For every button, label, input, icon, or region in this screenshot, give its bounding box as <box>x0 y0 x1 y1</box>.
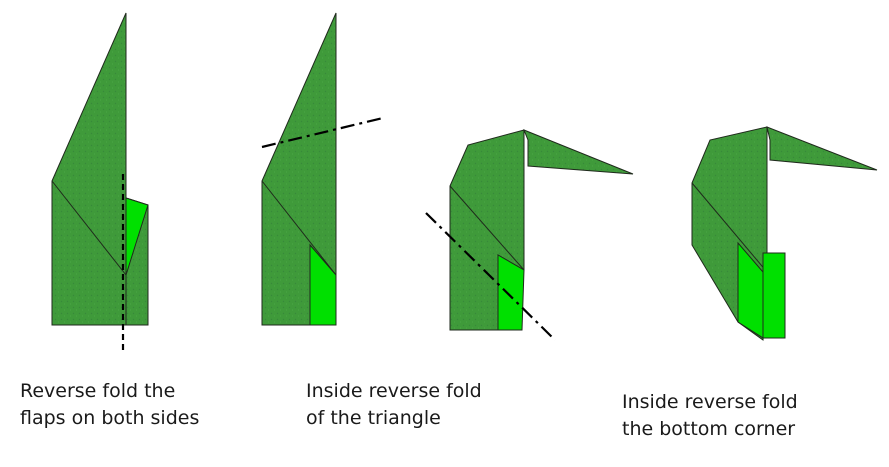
step-4-caption-line-2: the bottom corner <box>622 418 796 440</box>
step-1-figure <box>51 12 149 350</box>
step-1-caption-line-1: Reverse fold the <box>20 380 176 402</box>
step-1-body <box>51 12 127 326</box>
step-3-dashdot-fold-line <box>425 212 556 341</box>
step-2-caption: Inside reverse fold of the triangle <box>306 378 482 432</box>
step-1-caption-line-2: flaps on both sides <box>20 407 200 429</box>
step-4-beak <box>766 126 878 171</box>
step-2-diagonal-crease <box>261 180 337 276</box>
step-4-caption: Inside reverse fold the bottom corner <box>622 389 798 443</box>
step-2-dashdot-fold-line <box>261 116 384 149</box>
step-4-caption-line-1: Inside reverse fold <box>622 391 798 413</box>
step-2-caption-line-2: of the triangle <box>306 407 441 429</box>
step-4-inner-flap-right <box>762 252 786 339</box>
step-4-diagonal-crease <box>691 182 768 273</box>
step-3-beak <box>523 129 634 175</box>
step-3-diagonal-crease <box>449 185 525 271</box>
step-3-figure <box>425 129 634 341</box>
step-2-figure <box>261 12 384 326</box>
step-3-inner-flap <box>497 254 525 331</box>
step-2-caption-line-1: Inside reverse fold <box>306 380 482 402</box>
step-1-caption: Reverse fold the flaps on both sides <box>20 378 199 432</box>
step-1-inner-flap <box>125 197 149 276</box>
step-4-figure <box>691 126 878 341</box>
step-2-inner-flap <box>309 243 337 326</box>
step-1-diagonal-crease <box>51 180 127 276</box>
